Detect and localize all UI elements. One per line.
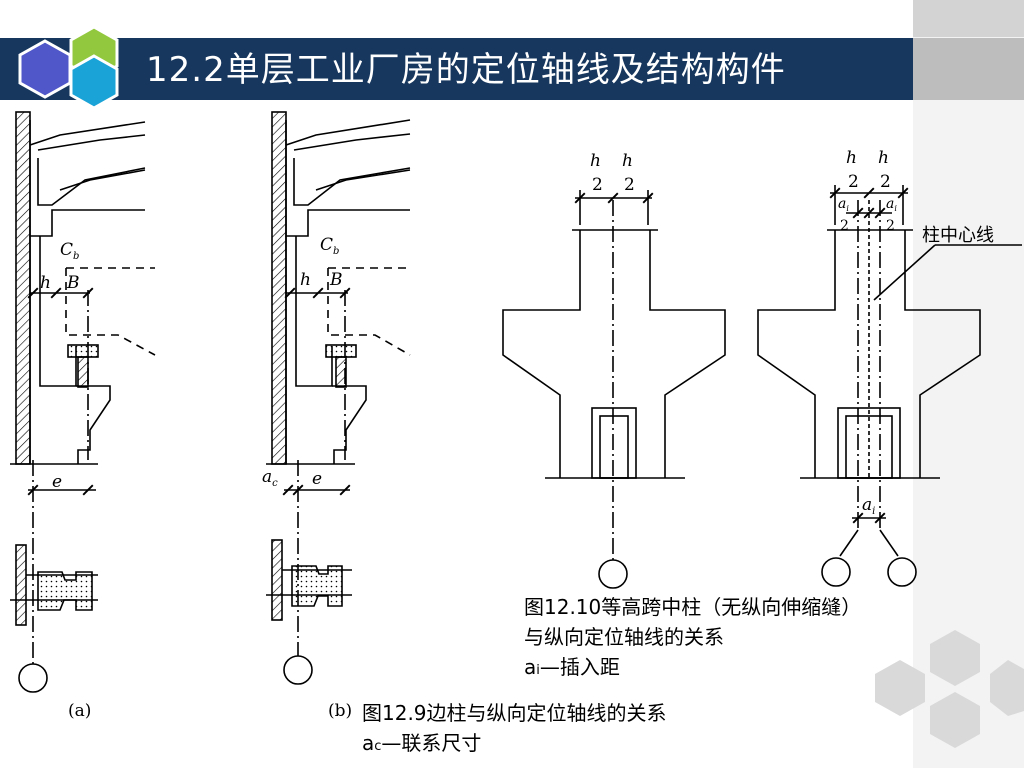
label-h-half-3: h: [846, 148, 857, 168]
label-ai: ai: [862, 495, 875, 517]
title-bar-grey-end: [913, 38, 1024, 100]
label-half-den-2: 2: [624, 175, 635, 195]
hexagon-decoration-icon: [875, 630, 1024, 748]
label-ac: ac: [262, 467, 278, 489]
corner-top-grey: [913, 0, 1024, 37]
label-half-den-1: 2: [592, 175, 603, 195]
panel-a-label: (a): [68, 701, 91, 721]
title-bar: [0, 38, 913, 100]
caption-fig12-10-line3: ai—插入距: [524, 655, 620, 679]
label-ai-den-1: 2: [840, 218, 849, 234]
panel-b-label: (b): [328, 701, 352, 721]
label-h-half-4: h: [878, 148, 889, 168]
label-ai-half-1: ai: [838, 196, 849, 213]
caption-fig12-10-line1: 图12.10等高跨中柱（无纵向伸缩缝）: [524, 595, 862, 619]
label-cb-b: Cb: [320, 235, 339, 257]
label-b-a: B: [66, 273, 80, 293]
label-half-den-4: 2: [880, 172, 891, 192]
label-e-b: e: [312, 469, 322, 489]
caption-fig12-9-line2: ac—联系尺寸: [362, 731, 482, 755]
label-cb-a: Cb: [60, 240, 79, 262]
label-e-a: e: [52, 472, 62, 492]
column-center-line-label: 柱中心线: [922, 225, 994, 246]
figure-12-10-right: [757, 185, 1022, 587]
figure-b-section: [266, 111, 411, 685]
caption-fig12-10-line2: 与纵向定位轴线的关系: [524, 625, 724, 649]
label-h-half-2: h: [622, 151, 633, 171]
caption-fig12-9-line1: 图12.9边柱与纵向定位轴线的关系: [362, 701, 667, 725]
figure-a-section: [10, 111, 156, 693]
hexagon-logo-icon: [18, 25, 119, 110]
label-h-b: h: [300, 270, 311, 290]
label-ai-den-2: 2: [886, 218, 895, 234]
label-ai-half-2: ai: [886, 196, 897, 213]
label-h-half-1: h: [590, 151, 601, 171]
label-b-b: B: [329, 270, 343, 290]
figure-12-10-left: [502, 190, 726, 589]
label-h-a: h: [40, 273, 51, 293]
page-title: 12.2单层工业厂房的定位轴线及结构构件: [146, 50, 786, 90]
label-half-den-3: 2: [848, 172, 859, 192]
